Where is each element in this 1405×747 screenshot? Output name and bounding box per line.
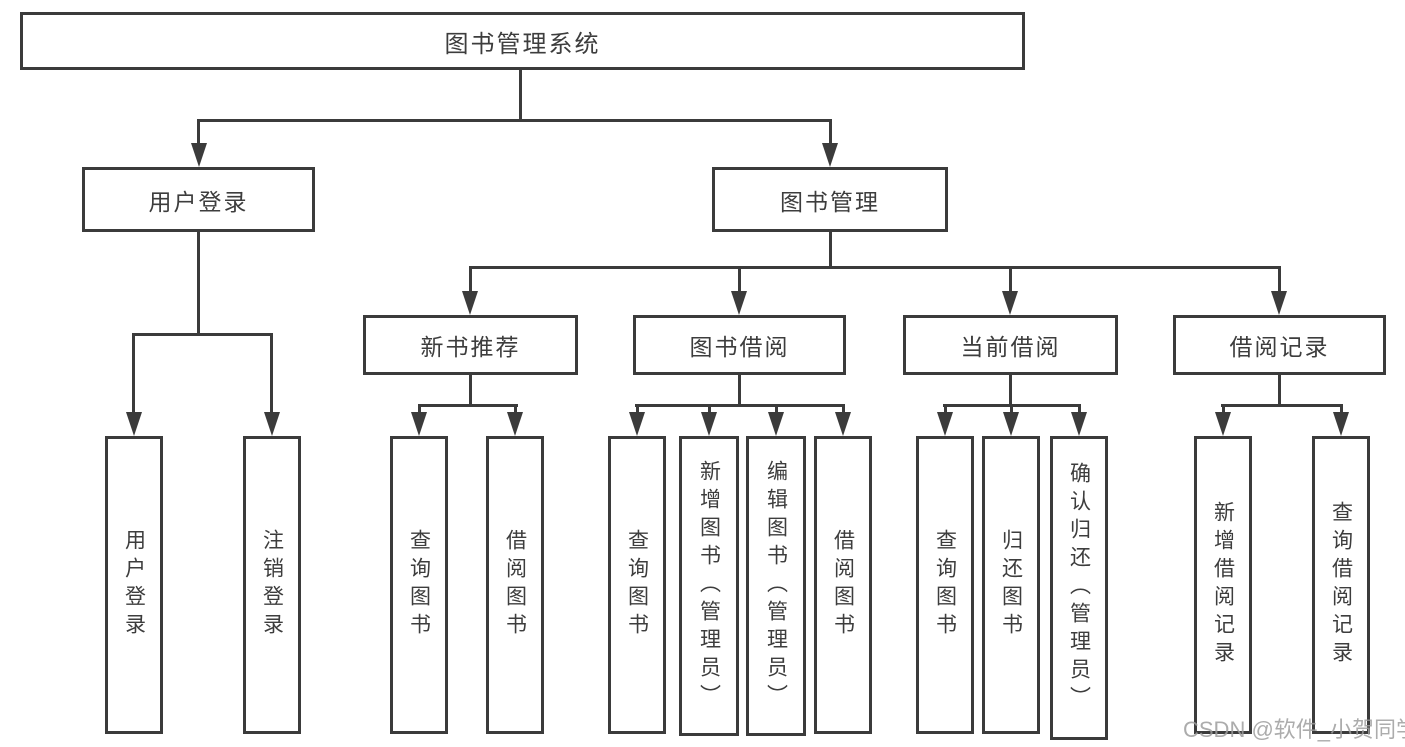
- node-borrowing-records: 借阅记录: [1173, 315, 1386, 375]
- connector-line: [1010, 404, 1013, 414]
- connector-line: [270, 333, 273, 415]
- leaf-query-books-borrowing: 查询图书: [608, 436, 666, 734]
- leaf-user-login: 用户登录: [105, 436, 163, 734]
- leaf-logout: 注销登录: [243, 436, 301, 734]
- connector-line: [1340, 404, 1343, 414]
- arrow-down-icon: [731, 291, 747, 315]
- connector-line: [469, 374, 472, 407]
- arrow-down-icon: [1003, 412, 1019, 436]
- connector-line: [944, 404, 947, 414]
- node-new-book-recommend: 新书推荐: [363, 315, 578, 375]
- connector-line: [197, 231, 200, 336]
- arrow-down-icon: [937, 412, 953, 436]
- connector-line: [1278, 266, 1281, 294]
- arrow-down-icon: [507, 412, 523, 436]
- node-current-borrowing: 当前借阅: [903, 315, 1118, 375]
- arrow-down-icon: [264, 412, 280, 436]
- connector-line: [829, 231, 832, 269]
- node-book-management: 图书管理: [712, 167, 948, 232]
- arrow-down-icon: [822, 143, 838, 167]
- leaf-query-books-recommend: 查询图书: [390, 436, 448, 734]
- leaf-add-book-admin: 新增图书（管理员）: [679, 436, 739, 736]
- connector-line: [1221, 404, 1343, 407]
- node-book-borrowing: 图书借阅: [633, 315, 846, 375]
- leaf-query-books-current: 查询图书: [916, 436, 974, 734]
- connector-line: [738, 374, 741, 407]
- arrow-down-icon: [768, 412, 784, 436]
- arrow-down-icon: [1071, 412, 1087, 436]
- leaf-return-books: 归还图书: [982, 436, 1040, 734]
- arrow-down-icon: [411, 412, 427, 436]
- arrow-down-icon: [1271, 291, 1287, 315]
- connector-line: [1222, 404, 1225, 414]
- connector-line: [469, 266, 1281, 269]
- connector-line: [635, 404, 845, 407]
- arrow-down-icon: [462, 291, 478, 315]
- csdn-watermark: CSDN @软件_小贺同学: [1183, 717, 1405, 742]
- leaf-borrow-books-borrowing: 借阅图书: [814, 436, 872, 734]
- connector-line: [519, 69, 522, 121]
- connector-line: [469, 266, 472, 294]
- arrow-down-icon: [701, 412, 717, 436]
- leaf-edit-book-admin: 编辑图书（管理员）: [746, 436, 806, 736]
- arrow-down-icon: [1333, 412, 1349, 436]
- leaf-confirm-return-admin: 确认归还（管理员）: [1050, 436, 1108, 740]
- node-user-login: 用户登录: [82, 167, 315, 232]
- connector-line: [197, 119, 832, 122]
- connector-line: [132, 333, 273, 336]
- arrow-down-icon: [126, 412, 142, 436]
- leaf-add-borrow-record: 新增借阅记录: [1194, 436, 1252, 734]
- arrow-down-icon: [191, 143, 207, 167]
- connector-line: [1009, 266, 1012, 294]
- connector-line: [738, 266, 741, 294]
- connector-line: [132, 333, 135, 415]
- connector-line: [775, 404, 778, 414]
- connector-line: [1078, 404, 1081, 414]
- arrow-down-icon: [835, 412, 851, 436]
- arrow-down-icon: [629, 412, 645, 436]
- connector-line: [514, 404, 517, 414]
- node-library-system: 图书管理系统: [20, 12, 1025, 70]
- connector-line: [636, 404, 639, 414]
- connector-line: [1009, 374, 1012, 407]
- connector-line: [708, 404, 711, 414]
- connector-line: [418, 404, 518, 407]
- arrow-down-icon: [1002, 291, 1018, 315]
- connector-line: [197, 119, 200, 149]
- arrow-down-icon: [1215, 412, 1231, 436]
- connector-line: [842, 404, 845, 414]
- leaf-borrow-books-recommend: 借阅图书: [486, 436, 544, 734]
- connector-line: [418, 404, 421, 414]
- connector-line: [829, 119, 832, 149]
- connector-line: [1278, 374, 1281, 407]
- leaf-query-borrow-record: 查询借阅记录: [1312, 436, 1370, 734]
